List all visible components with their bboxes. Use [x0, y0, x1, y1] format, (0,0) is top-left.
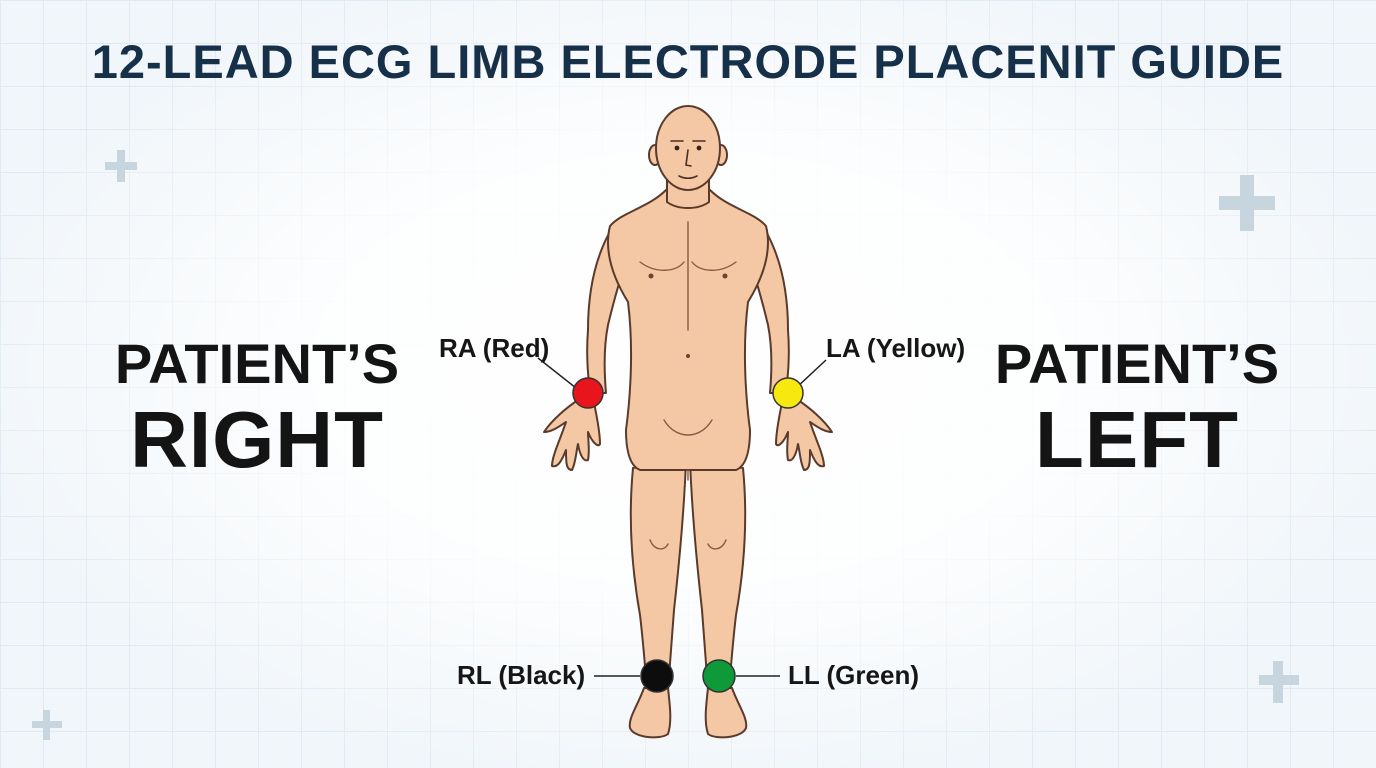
electrode-label-ra: RA (Red) — [439, 333, 550, 363]
electrode-label-la: LA (Yellow) — [826, 333, 966, 363]
right-hand — [543, 399, 601, 471]
patient-left-line1: PATIENT’S — [994, 332, 1280, 395]
page-title: 12-LEAD ECG LIMB ELECTRODE PLACENIT GUID… — [91, 35, 1285, 88]
patient-right-line1: PATIENT’S — [114, 332, 400, 395]
patient-right-line2: RIGHT — [130, 395, 384, 484]
left-hand — [775, 399, 833, 471]
left-leg — [689, 459, 747, 691]
leader-ra — [537, 357, 577, 389]
plus-icon — [105, 150, 137, 182]
left-foot — [704, 687, 748, 739]
right-leg — [629, 459, 687, 691]
leader-la — [795, 359, 827, 389]
patient-right-label: PATIENT’S RIGHT — [112, 336, 402, 480]
plus-icon — [32, 710, 62, 740]
electrode-label-ll: LL (Green) — [788, 660, 919, 690]
patient-left-line2: LEFT — [1035, 395, 1239, 484]
electrode-label-rl: RL (Black) — [457, 660, 586, 690]
patient-left-label: PATIENT’S LEFT — [992, 336, 1282, 480]
right-foot — [628, 687, 672, 739]
head — [655, 105, 721, 191]
plus-icon — [1219, 175, 1275, 231]
electrode-ra[interactable] — [572, 377, 604, 409]
electrode-la[interactable] — [772, 377, 804, 409]
plus-icon — [1259, 661, 1299, 703]
human-figure — [543, 105, 833, 739]
electrode-ll[interactable] — [702, 659, 736, 693]
electrode-rl[interactable] — [640, 659, 674, 693]
